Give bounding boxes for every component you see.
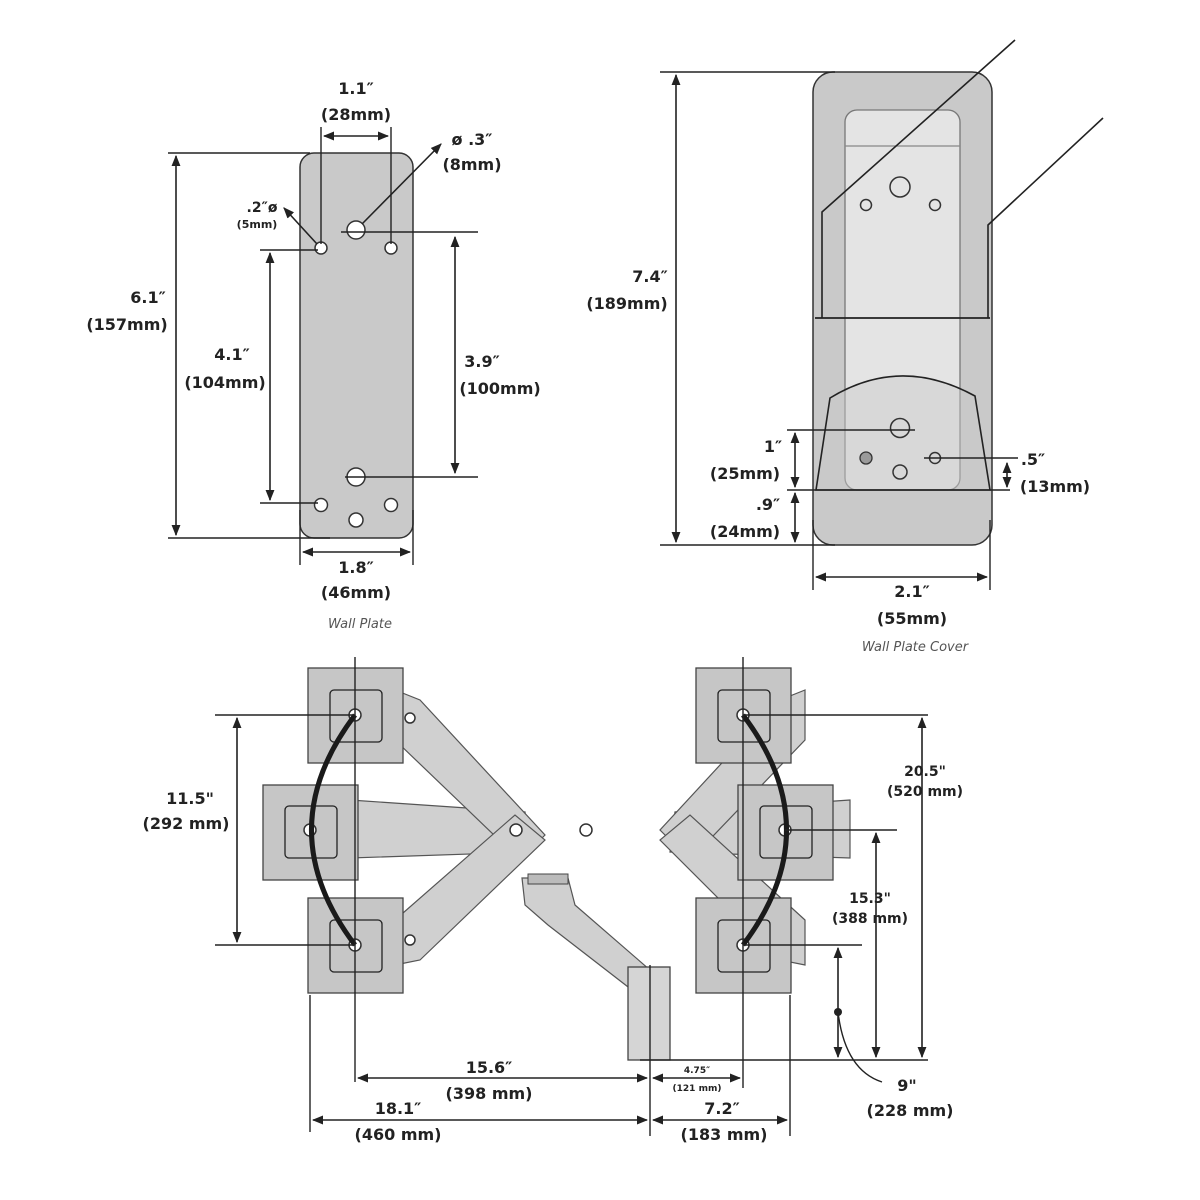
- reach-center-in: 15.6″: [466, 1058, 513, 1077]
- vesa-plates: [262, 667, 834, 994]
- cover-hole: [859, 451, 873, 465]
- wall-plate-cover-drawing: 7.4″ (189mm) 1″ (25mm) .9″ (24mm) .5″ (1…: [586, 39, 1104, 655]
- small-hole: [348, 512, 364, 528]
- cover-width-in: 2.1″: [894, 582, 930, 601]
- small-hole-span-in: 4.1″: [214, 345, 250, 364]
- side-offset-mm: (13mm): [1020, 477, 1090, 496]
- bottom-offset-mm: (24mm): [710, 522, 780, 541]
- small-hole-in: .2″ø: [247, 200, 278, 216]
- max-height-in: 20.5": [904, 764, 946, 780]
- extension-lines: [215, 657, 928, 1136]
- wall-plate-cover-caption: Wall Plate Cover: [862, 640, 970, 655]
- side-offset-in: .5″: [1021, 450, 1045, 469]
- bottom-offset-in: .9″: [756, 495, 780, 514]
- cover-hole: [859, 198, 873, 212]
- height-in: 6.1″: [130, 288, 166, 307]
- cover-height-mm: (189mm): [586, 294, 667, 313]
- cover-hole: [889, 176, 911, 198]
- cover-width-mm: (55mm): [877, 609, 947, 628]
- small-hole: [383, 497, 399, 513]
- low-height-mm: (228 mm): [867, 1101, 954, 1120]
- large-hole-top: [346, 220, 366, 240]
- pivot: [404, 934, 416, 946]
- cover-height-in: 7.4″: [632, 267, 668, 286]
- hole-offset-in: 1″: [764, 437, 782, 456]
- reach-max-mm: (460 mm): [355, 1125, 442, 1144]
- cover-arch: [815, 375, 991, 491]
- large-hole-span-in: 3.9″: [464, 352, 500, 371]
- wall-plate-caption: Wall Plate: [328, 617, 392, 632]
- max-height-mm: (520 mm): [887, 784, 963, 800]
- reach-max-in: 18.1″: [375, 1099, 422, 1118]
- left-vertical-mm: (292 mm): [143, 814, 230, 833]
- mid-height-mm: (388 mm): [832, 911, 908, 927]
- large-hole-span-mm: (100mm): [459, 379, 540, 398]
- large-hole-leader: [361, 143, 442, 225]
- cover-hole: [889, 417, 911, 439]
- reach-right-center-in: 4.75″: [684, 1066, 710, 1076]
- mid-height-in: 15.3": [849, 891, 891, 907]
- pivot: [579, 823, 593, 837]
- cover-hole: [928, 198, 942, 212]
- small-hole-span-mm: (104mm): [184, 373, 265, 392]
- reach-center-mm: (398 mm): [446, 1084, 533, 1103]
- width-mm: (46mm): [321, 583, 391, 602]
- cover-hole: [892, 464, 908, 480]
- low-height-in: 9": [897, 1076, 916, 1095]
- wall-bracket: [627, 966, 671, 1061]
- reach-right-max-in: 7.2″: [704, 1099, 740, 1118]
- large-hole-in: ø .3″: [452, 130, 493, 149]
- left-vertical-in: 11.5": [166, 789, 214, 808]
- arm-range-drawing: 11.5" (292 mm) 20.5" (520 mm) 15.3" (388…: [143, 657, 963, 1144]
- hole-spacing-mm: (28mm): [321, 105, 391, 124]
- height-mm: (157mm): [86, 315, 167, 334]
- pivot: [509, 823, 523, 837]
- reach-right-center-mm: (121 mm): [673, 1084, 722, 1094]
- small-hole-mm: (5mm): [237, 218, 278, 231]
- large-hole-mm: (8mm): [442, 155, 501, 174]
- small-hole: [313, 497, 329, 513]
- tilt-arc-left: [309, 713, 357, 947]
- hole-spacing-in: 1.1″: [338, 79, 374, 98]
- hole-offset-mm: (25mm): [710, 464, 780, 483]
- pivot: [404, 712, 416, 724]
- reach-right-max-mm: (183 mm): [681, 1125, 768, 1144]
- wall-plate-drawing: 1.1″ (28mm) ø .3″ (8mm) .2″ø (5mm) 6.1″ …: [86, 79, 540, 632]
- width-in: 1.8″: [338, 558, 374, 577]
- small-hole-leader: [283, 207, 318, 245]
- low-height-leader: [837, 1011, 883, 1083]
